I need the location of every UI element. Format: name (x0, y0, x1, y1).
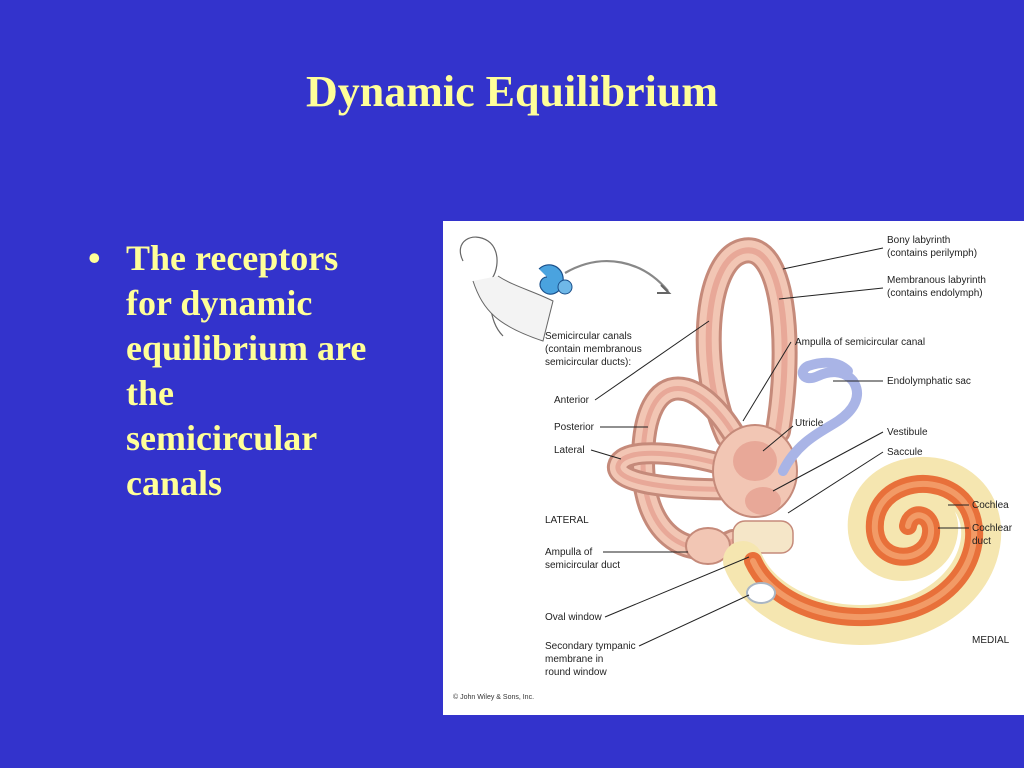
label-secondary-tympanic: Secondary tympanic (545, 641, 636, 652)
label-saccule: Saccule (887, 447, 923, 458)
label-semicircular-canals-note: semicircular ducts): (545, 357, 631, 368)
outer-ear-sketch (459, 236, 573, 342)
label-ampulla-canal: Ampulla of semicircular canal (795, 337, 925, 348)
vestibule-body (685, 424, 798, 565)
label-secondary-tympanic-note: round window (545, 667, 607, 678)
leader-line (762, 425, 794, 452)
label-lateral-orientation: LATERAL (545, 515, 589, 526)
label-ampulla-duct: Ampulla of (545, 547, 592, 558)
label-cochlear-duct-note: duct (972, 536, 991, 547)
label-endolymphatic-sac: Endolymphatic sac (887, 376, 971, 387)
bullet-item: • The receptors for dynamic equilibrium … (84, 236, 434, 506)
label-bony-labyrinth: Bony labyrinth (887, 235, 950, 246)
label-secondary-tympanic-note: membrane in (545, 654, 603, 665)
label-membranous-labyrinth-note: (contains endolymph) (887, 288, 983, 299)
label-oval-window: Oval window (545, 612, 602, 623)
bullet-line: The receptors (126, 238, 339, 278)
label-posterior: Posterior (554, 422, 595, 433)
bullet-list: • The receptors for dynamic equilibrium … (84, 236, 434, 506)
label-anterior: Anterior (554, 395, 590, 406)
label-semicircular-canals: Semicircular canals (545, 331, 632, 342)
bullet-line: the (126, 373, 174, 413)
label-ampulla-duct-note: semicircular duct (545, 560, 620, 571)
leader-line (604, 556, 750, 618)
leader-line (772, 431, 884, 492)
copyright-note: © John Wiley & Sons, Inc. (453, 693, 534, 701)
label-medial-orientation: MEDIAL (972, 635, 1010, 646)
bullet-line: semicircular (126, 418, 318, 458)
label-cochlear-duct: Cochlear (972, 523, 1013, 534)
leader-line (778, 287, 884, 300)
bullet-dot-icon: • (88, 238, 101, 278)
leader-line (742, 341, 792, 422)
zoom-arrow (564, 260, 669, 292)
label-vestibule: Vestibule (887, 427, 928, 438)
leader-line (594, 320, 710, 401)
leader-line (787, 451, 884, 514)
slide-title: Dynamic Equilibrium (306, 67, 718, 116)
bullet-line: equilibrium are (126, 328, 367, 368)
leader-line (638, 594, 750, 647)
label-membranous-labyrinth: Membranous labyrinth (887, 275, 986, 286)
label-bony-labyrinth-note: (contains perilymph) (887, 248, 977, 259)
leader-line (590, 449, 622, 460)
bullet-line: for dynamic (126, 283, 313, 323)
label-cochlea: Cochlea (972, 500, 1009, 511)
zoom-arrow-head (657, 284, 672, 294)
oval-window (746, 582, 776, 604)
endolymphatic-sac (778, 357, 862, 476)
semicircular-canals (607, 237, 798, 561)
bullet-line: canals (126, 463, 223, 503)
leader-line (782, 247, 884, 270)
inner-ear-diagram: Bony labyrinth (contains perilymph) Memb… (453, 235, 1013, 701)
cochlea (723, 456, 1002, 645)
label-lateral: Lateral (554, 445, 585, 456)
label-semicircular-canals-note: (contain membranous (545, 344, 642, 355)
inner-ear-figure: Bony labyrinth (contains perilymph) Memb… (443, 221, 1024, 715)
label-utricle: Utricle (795, 418, 824, 429)
